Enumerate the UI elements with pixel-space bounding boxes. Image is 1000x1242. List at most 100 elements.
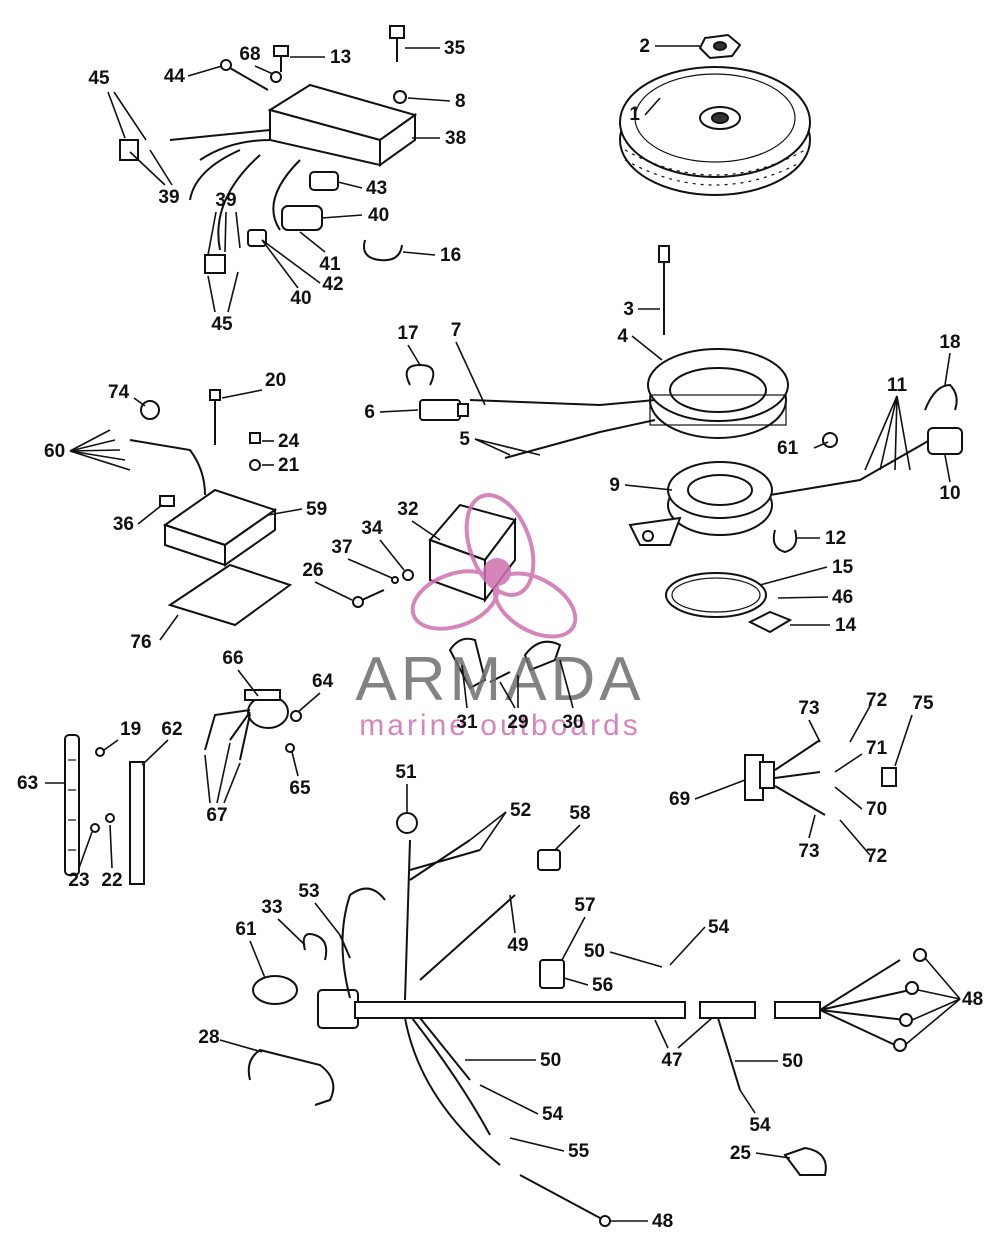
terminal-36 (159, 495, 175, 507)
callout-53: 53 (298, 881, 341, 936)
leader-line (149, 149, 173, 186)
callout-3: 3 (623, 299, 660, 320)
callout-15: 15 (759, 557, 854, 586)
fuse-53 (339, 934, 351, 959)
leader-line (755, 1152, 791, 1159)
callout-number: 72 (866, 846, 887, 867)
leader-line (141, 739, 169, 766)
callout-18: 18 (939, 332, 961, 386)
callout-31: 31 (456, 664, 478, 733)
callout-number: 20 (265, 370, 286, 391)
callout-number: 53 (298, 881, 319, 902)
leader-line (644, 97, 661, 116)
callout-number: 70 (866, 799, 887, 820)
callout-number: 54 (542, 1104, 564, 1125)
callout-number: 33 (261, 897, 282, 918)
callout-number: 49 (507, 935, 528, 956)
callout-number: 34 (361, 518, 383, 539)
leader-line (407, 344, 421, 366)
leader-line (69, 450, 126, 461)
callout-34: 34 (361, 518, 405, 571)
callout-number: 74 (108, 382, 130, 403)
leader-line (479, 1084, 539, 1115)
callout-13: 13 (290, 47, 351, 68)
leader-line (407, 97, 451, 102)
callout-46: 46 (777, 587, 853, 608)
callout-number: 12 (825, 528, 846, 549)
callout-number: 8 (455, 91, 466, 112)
propeller-logo-icon (410, 493, 578, 639)
clamp-25 (783, 1146, 827, 1176)
callout-55: 55 (509, 1137, 590, 1162)
stator-lead-upper (469, 399, 656, 407)
leader-line (469, 811, 507, 841)
leader-line (455, 341, 486, 406)
leader-line (759, 566, 828, 586)
callout-number: 41 (319, 254, 341, 275)
callout-28: 28 (198, 1027, 263, 1053)
callout-39: 39 (129, 149, 180, 208)
leader-line (159, 614, 179, 641)
callout-51: 51 (395, 762, 417, 812)
callout-21: 21 (262, 455, 300, 476)
retaining-ring (665, 572, 767, 618)
callout-number: 50 (540, 1050, 561, 1071)
leader-line (219, 1039, 263, 1053)
callout-37: 37 (331, 537, 393, 579)
callout-74: 74 (108, 382, 146, 407)
connector-40 (281, 205, 323, 231)
leader-line (904, 998, 961, 1046)
callout-number: 64 (312, 671, 334, 692)
connector-6 (419, 399, 469, 421)
callout-number: 21 (278, 455, 300, 476)
leader-line (609, 951, 663, 968)
leader-line (337, 181, 363, 189)
callout-number: 48 (962, 989, 983, 1010)
connector-assembly (744, 754, 775, 801)
washer-8 (393, 90, 407, 104)
leader-line (314, 581, 353, 601)
clip-14 (747, 610, 793, 634)
clamp-61-lower (252, 975, 298, 1005)
callout-number: 54 (749, 1115, 771, 1136)
leader-line (291, 751, 299, 777)
callout-number: 61 (235, 919, 257, 940)
harness-ring-leads (819, 959, 911, 1046)
callout-number: 72 (866, 690, 887, 711)
callout-number: 48 (652, 1211, 673, 1232)
callout-number: 50 (584, 941, 605, 962)
callout-number: 59 (306, 499, 327, 520)
callout-68: 68 (239, 44, 274, 75)
leader-line (499, 681, 516, 709)
callout-2: 2 (639, 36, 700, 57)
callout-8: 8 (407, 91, 466, 112)
callout-4: 4 (617, 326, 663, 361)
stator-lead-lower (504, 419, 656, 459)
clip-16 (363, 239, 403, 262)
callout-54: 54 (479, 1084, 564, 1125)
boot-45-lower (204, 254, 226, 274)
bracket-28 (247, 1048, 335, 1106)
callout-number: 39 (215, 190, 236, 211)
boot-30 (523, 640, 562, 672)
callout-number: 32 (397, 499, 418, 520)
leader-line (69, 429, 111, 452)
callout-number: 19 (120, 719, 141, 740)
callout-50: 50 (735, 1051, 803, 1072)
callout-32: 32 (397, 499, 441, 541)
callout-number: 17 (397, 323, 418, 344)
callout-57: 57 (561, 895, 596, 961)
leader-line (299, 231, 326, 253)
leader-line (227, 271, 239, 313)
leader-line (554, 824, 581, 851)
callout-22: 22 (101, 824, 123, 891)
harness-branch-upper (341, 839, 516, 1001)
leader-line (839, 819, 871, 856)
callout-number: 18 (939, 332, 960, 353)
leader-line (379, 409, 419, 413)
screw-19 (95, 747, 105, 757)
leader-line (808, 814, 816, 839)
leader-line (561, 916, 586, 961)
leader-line (321, 214, 363, 219)
